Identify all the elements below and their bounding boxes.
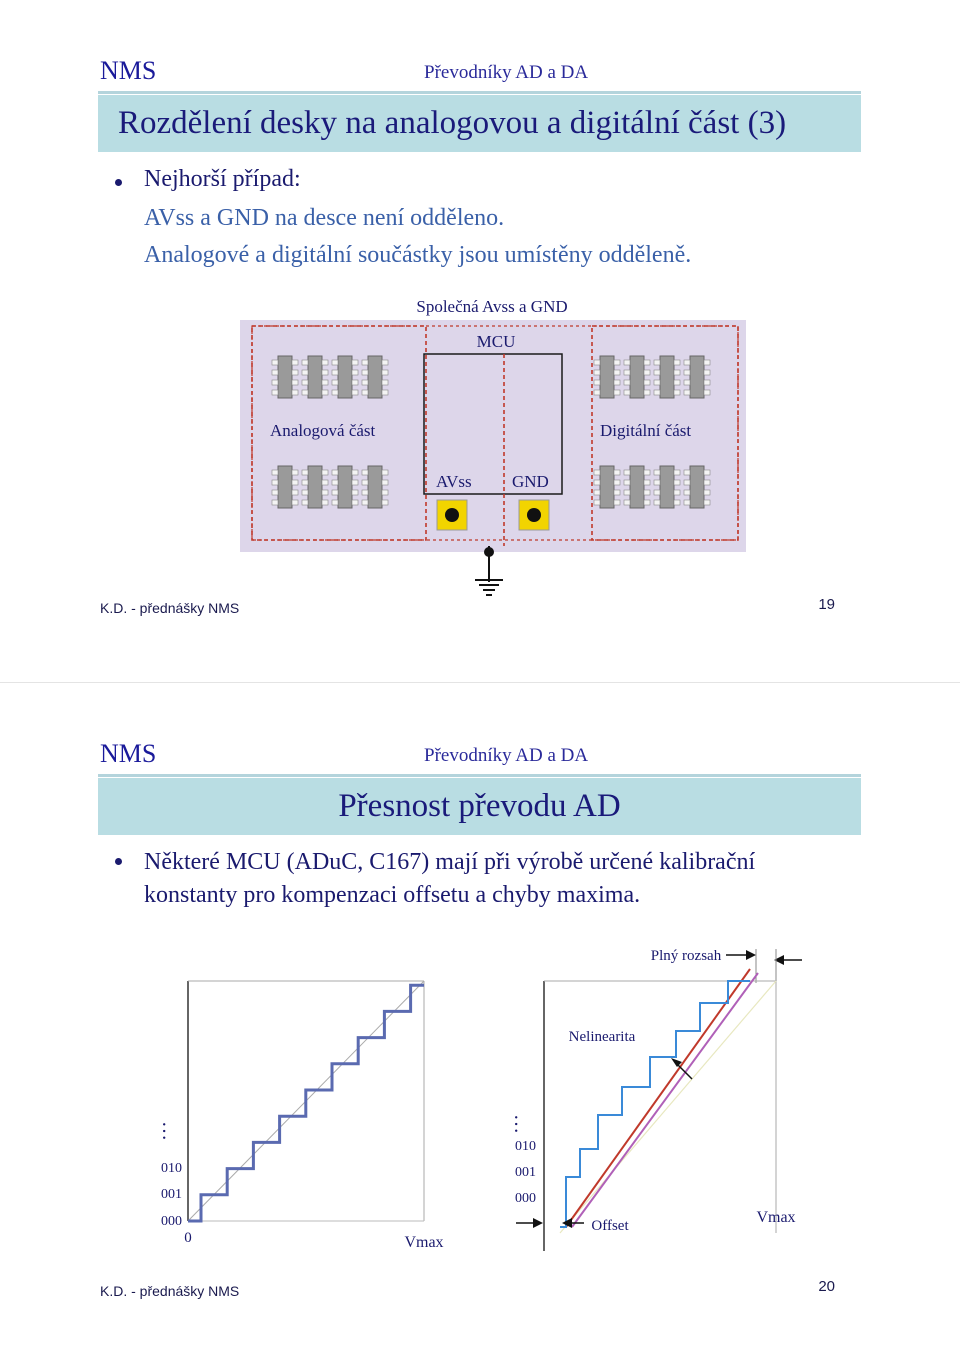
slide-19: NMS Převodníky AD a DA Rozdělení desky n… [0,0,960,683]
mcu-label: MCU [477,332,516,351]
ideal-reference-line [559,980,777,1234]
ic-chip-icon [271,355,299,399]
slide-title: Rozdělení desky na analogovou a digitáln… [98,95,861,152]
ic-chip-icon [301,465,329,509]
slide-separator [0,682,960,683]
mcu-block [423,353,563,495]
sub-line-1: AVss a GND na desce není odděleno. [144,205,505,231]
ground-icon [475,579,503,596]
offset-arrow-right-icon [562,1218,584,1228]
ic-chip-icon [653,465,681,509]
offset-line [565,968,751,1228]
avss-label: AVss [436,472,472,491]
footer-text: K.D. - přednášky NMS [100,1283,240,1299]
bullet-text: Nejhorší případ: [144,166,301,192]
page-number: 19 [818,596,835,613]
real-staircase [560,980,750,1228]
ic-chip-icon [653,355,681,399]
course-label: NMS [100,56,157,85]
offset-label: Offset [591,1218,629,1234]
topic-label: Převodníky AD a DA [424,745,589,766]
code-label-000: 000 [515,1191,536,1206]
code-label-001: 001 [161,1187,182,1202]
code-label-000: 000 [161,1214,182,1229]
x-start-label: 0 [184,1230,192,1246]
ic-chip-icon [593,355,621,399]
title-rule [98,91,861,94]
ic-chip-icon [683,355,711,399]
sub-line-2: Analogové a digitální součástky jsou umí… [144,242,692,268]
board-outline [251,325,739,541]
analog-label: Analogová část [270,421,376,440]
vmax-label: Vmax [404,1234,443,1251]
page-number: 20 [818,1278,835,1295]
ic-chip-icon [331,465,359,509]
diagram-title: Společná Avss a GND [416,297,567,316]
full-scale-label: Plný rozsah [651,948,722,964]
ic-chip-icon [301,355,329,399]
bullet-text: Některé MCU (ADuC, C167) mají při výrobě… [144,849,756,908]
code-ellipsis: … [510,1114,532,1134]
ic-chip-icon [623,465,651,509]
ic-chip-icon [361,465,389,509]
digital-label: Digitální část [600,421,691,440]
topic-label: Převodníky AD a DA [424,62,589,83]
slide-title: Přesnost převodu AD [98,778,861,835]
ic-chip-icon [623,355,651,399]
gnd-pad-hole [527,508,541,522]
offset-arrow-left-icon [516,1218,543,1228]
component-icons [271,355,711,509]
slide-20: NMS Převodníky AD a DA Přesnost převodu … [0,683,960,1366]
vmax-label: Vmax [756,1209,795,1226]
bullet-dot [115,858,122,865]
full-scale-arrow-right-icon [774,955,802,965]
code-label-010: 010 [515,1139,536,1154]
ic-chip-icon [331,355,359,399]
ic-chip-icon [361,355,389,399]
footer-text: K.D. - přednášky NMS [100,600,240,616]
bullet-dot [115,179,122,186]
code-ellipsis: … [158,1121,180,1141]
full-scale-arrow-left-icon [726,950,756,960]
ground-node [484,547,494,557]
ic-chip-icon [683,465,711,509]
ideal-conversion-chart: … 010 001 000 0 Vmax [158,980,444,1251]
nonlinearity-label: Nelinearita [569,1029,636,1045]
ic-chip-icon [271,465,299,509]
gnd-label: GND [512,472,549,491]
code-label-010: 010 [161,1161,182,1176]
digital-zone-outline [591,325,739,541]
ic-chip-icon [593,465,621,509]
course-label: NMS [100,739,157,768]
real-conversion-chart: Plný rozsah Nelinearita … 010 001 000 [510,948,802,1251]
board-diagram: Společná Avss a GND MCU Analogová část D… [240,297,746,596]
title-rule [98,774,861,777]
nonlinearity-arrow-icon [671,1058,693,1080]
ideal-staircase [188,983,424,1223]
mcu-label-bg [448,330,544,352]
avss-pad [436,499,468,531]
code-label-001: 001 [515,1165,536,1180]
gain-error-line [571,972,759,1228]
avss-pad-hole [445,508,459,522]
